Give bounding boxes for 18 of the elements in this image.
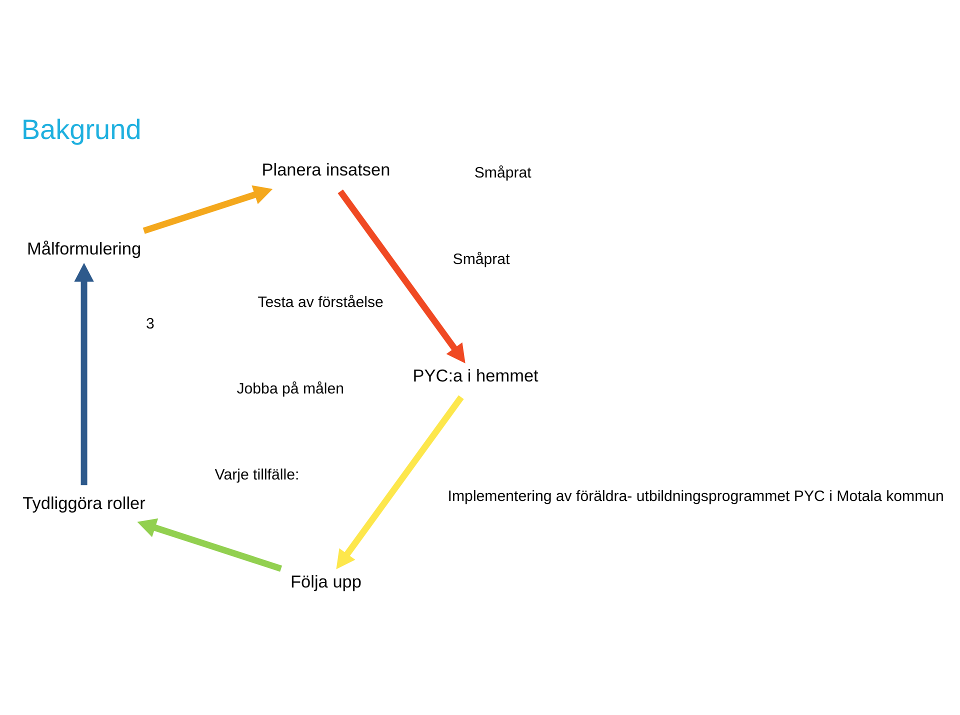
node-text: Följa upp [290,571,362,592]
diagram-title: Bakgrund [21,114,142,146]
label: Testa av förståelse [258,294,384,312]
arrow [142,185,273,234]
label: Varje tillfälle: [214,466,300,484]
label: Småprat [452,250,510,268]
node-text: Målformulering [26,238,142,258]
label: 3 [146,316,154,333]
arrow [74,262,94,486]
arrow [137,518,282,572]
label: Implementering av föräldra- utbildningsprogrammet PYC i Motala kommun [448,488,944,506]
node-text: Tydliggöra roller [22,492,146,513]
arrow [336,395,464,570]
node-text: Planera insatsen [262,160,390,180]
node-text: PYC:a i hemmet [412,366,538,386]
label: Jobba på målen [236,380,344,398]
label: Småprat [474,164,532,182]
arrow [338,189,466,364]
